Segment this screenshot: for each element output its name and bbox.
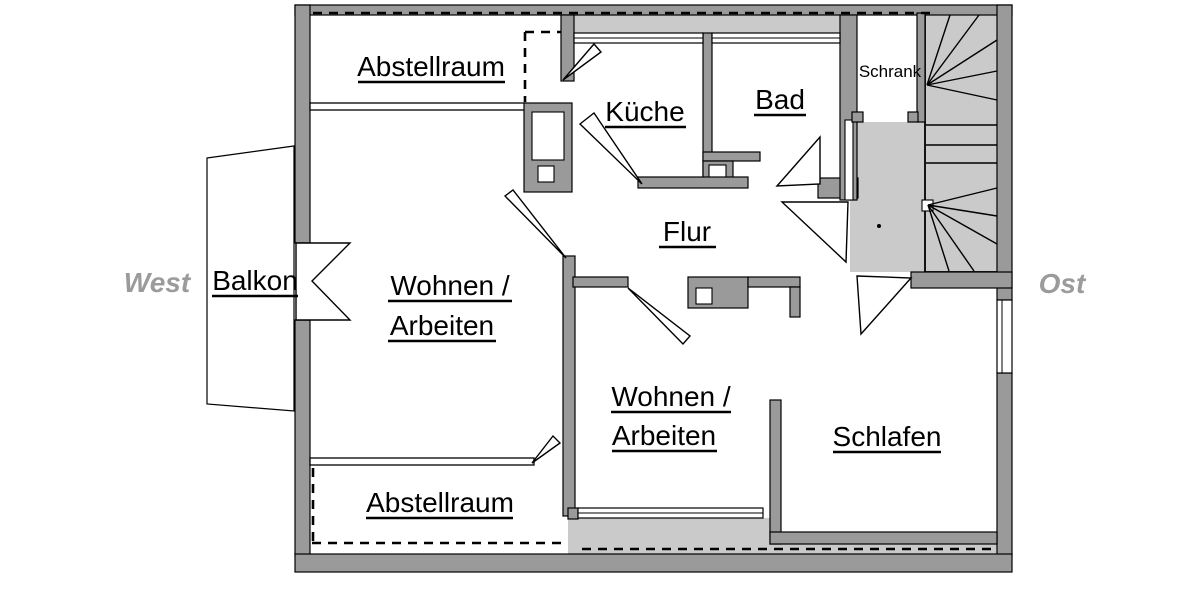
- doors: [295, 42, 913, 464]
- duct-shaft-small: [537, 165, 555, 183]
- window-east: [996, 299, 1013, 374]
- door-wohnen-sued: [627, 287, 692, 346]
- door-kueche: [578, 111, 643, 185]
- stair-well: [924, 12, 999, 273]
- balcony-outline: [206, 145, 295, 412]
- wall-wohnen-west-flur: [562, 255, 576, 517]
- door-schlafen: [856, 275, 913, 336]
- wall-wohnen-sued-schlafen: [769, 399, 782, 545]
- balcony-floor: [206, 145, 295, 412]
- sloped-area-north: [565, 15, 848, 33]
- roof-slope-dashed-lines: [311, 11, 993, 551]
- door-stair-hall: [780, 201, 849, 264]
- schrank-door-stub-right: [907, 111, 919, 123]
- room-label-bad: Bad: [755, 84, 805, 115]
- outer-wall-south: [294, 553, 1013, 573]
- duct-shaft: [531, 111, 565, 161]
- room-label-schlafen: Schlafen: [833, 421, 942, 452]
- outer-wall-west-lower: [294, 319, 311, 557]
- room-label-schrank: Schrank: [859, 62, 922, 81]
- compass-labels: West Ost: [124, 267, 1087, 299]
- room-label-balkon: Balkon: [212, 265, 298, 296]
- wall-over-abstellraum-unten: [309, 457, 535, 466]
- outer-wall-east-lower: [996, 372, 1013, 557]
- room-label-abstellraum-unten: Abstellraum: [366, 487, 514, 518]
- room-label-kueche: Küche: [605, 96, 684, 127]
- wall-schlafen-south: [769, 531, 998, 545]
- outer-walls: [294, 4, 1013, 573]
- room-label-wohnen-west-line1: Wohnen /: [390, 270, 510, 301]
- duct-shaft-flur: [695, 287, 713, 305]
- outer-wall-east-upper: [996, 4, 1013, 301]
- knee-wall-post-west: [567, 507, 579, 520]
- interior-walls: [309, 12, 1013, 545]
- wall-under-abstellraum-top: [309, 102, 527, 111]
- room-schlafen-floor: [780, 287, 997, 532]
- wall-flur-south-west: [572, 276, 629, 288]
- room-label-abstellraum-top: Abstellraum: [357, 51, 505, 82]
- room-label-wohnen-west-line2: Arbeiten: [390, 310, 494, 341]
- wall-under-stairs: [910, 271, 1013, 289]
- compass-west-label: West: [124, 267, 192, 298]
- compass-east-label: Ost: [1039, 268, 1087, 299]
- door-abstellraum-top: [562, 42, 603, 81]
- wall-flur-south-mid: [747, 276, 801, 288]
- room-label-wohnen-sued-line1: Wohnen /: [611, 381, 731, 412]
- outer-wall-west-upper: [294, 4, 311, 244]
- stair-landing: [850, 122, 925, 272]
- bad-plumbing-wall: [702, 151, 761, 162]
- door-wohnen-west: [503, 189, 567, 259]
- windows: [573, 32, 1013, 519]
- wall-abstellraum-kueche: [560, 14, 575, 82]
- door-bad: [775, 135, 821, 187]
- wall-kueche-bad-south: [637, 176, 749, 189]
- balcony-door-symbol: [295, 242, 352, 321]
- room-label-flur: Flur: [663, 216, 711, 247]
- door-abstellraum-unten: [531, 434, 562, 464]
- landing-dot: [877, 224, 881, 228]
- room-label-wohnen-sued-line2: Arbeiten: [612, 420, 716, 451]
- room-labels: Abstellraum Küche Bad Schrank Flur Balko…: [212, 51, 942, 520]
- wall-niche: [844, 119, 854, 201]
- schrank-door-stub-left: [851, 111, 864, 123]
- wall-stub-schlafen: [789, 286, 801, 318]
